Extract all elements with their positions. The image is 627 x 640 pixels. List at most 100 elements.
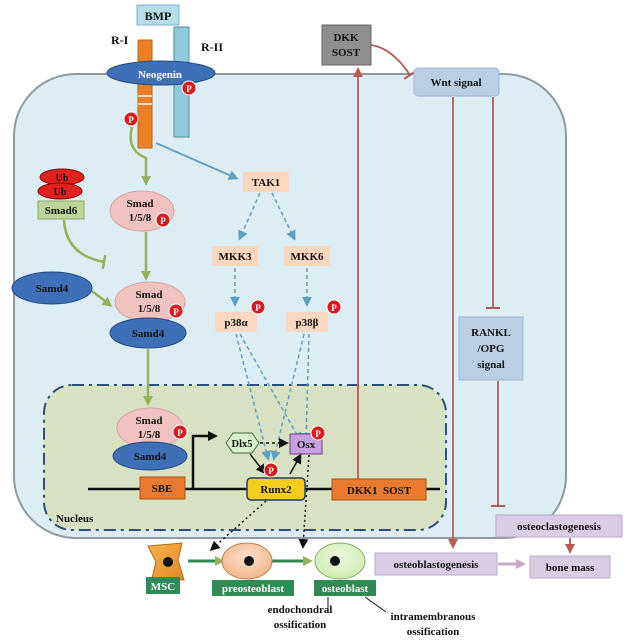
dlx5-to-runx2 <box>249 453 266 475</box>
svg-text:SBE: SBE <box>152 483 173 495</box>
p38b-box <box>286 312 328 332</box>
smad6-label: Smad6 <box>45 205 78 217</box>
samd4-complex <box>109 317 187 349</box>
svg-text:TAK1: TAK1 <box>252 177 281 189</box>
arrow-p38a-to-osx <box>239 333 302 443</box>
svg-text:osteoclastogenesis: osteoclastogenesis <box>517 521 601 533</box>
svg-text:Smad: Smad <box>127 198 154 210</box>
arrow-p38b-to-osx <box>301 333 312 443</box>
svg-text:MKK6: MKK6 <box>291 251 324 263</box>
svg-text:1/5/8: 1/5/8 <box>129 212 152 224</box>
nucleus-label: Nucleus <box>56 513 94 525</box>
phospho-receptor-i <box>123 111 139 127</box>
svg-text:endochondral: endochondral <box>268 604 333 616</box>
phospho-osx <box>310 425 326 441</box>
type1-receptor-label: R-I <box>111 33 129 47</box>
svg-text:P: P <box>315 429 321 439</box>
type1-receptor <box>137 39 153 149</box>
phospho-smad-complex <box>168 303 184 319</box>
msc-label-box <box>146 577 180 594</box>
svg-text:osteoblast: osteoblast <box>322 583 369 595</box>
ubiquitin-2 <box>37 182 83 200</box>
osteoclastogenesis-box <box>495 514 623 538</box>
bone-mass-box <box>529 555 611 579</box>
svg-text:p38α: p38α <box>224 317 248 329</box>
runx2-to-preosteoblast <box>209 500 267 551</box>
bmp-ligand-label: BMP <box>145 9 172 23</box>
svg-text:P: P <box>173 307 179 317</box>
phospho-p38b <box>326 299 342 315</box>
svg-text:P: P <box>186 84 192 94</box>
svg-text:MKK3: MKK3 <box>219 251 252 263</box>
svg-text:Smad: Smad <box>136 415 163 427</box>
smad6 <box>37 200 85 220</box>
svg-text:ossification: ossification <box>407 626 460 638</box>
svg-text:Osx: Osx <box>297 439 316 451</box>
wnt-signal-box <box>413 67 500 97</box>
phospho-receptor-ii <box>181 80 197 96</box>
svg-text:p38β: p38β <box>296 317 319 329</box>
osteoblast-nucleus <box>330 556 340 566</box>
svg-text:P: P <box>255 303 261 313</box>
arrow-sbe-transcription <box>191 431 218 489</box>
osteoblast-to-intramembranous <box>364 596 387 613</box>
dkk-sost-inhibits-wnt <box>370 44 417 80</box>
svg-text:Ub: Ub <box>54 187 67 198</box>
svg-text:P: P <box>331 303 337 313</box>
arrow-p38a-to-runx2 <box>235 333 272 461</box>
phospho-p38a <box>250 299 266 315</box>
svg-text:Runx2: Runx2 <box>260 484 292 496</box>
osteoblastogenesis-box <box>374 552 498 576</box>
svg-text:P: P <box>177 428 183 438</box>
svg-text:/OPG: /OPG <box>477 343 505 355</box>
bmp-ligand <box>136 4 180 26</box>
svg-text:Samd4: Samd4 <box>134 451 167 463</box>
svg-text:P: P <box>128 115 134 125</box>
mkk6-box <box>284 246 330 266</box>
runx2-box <box>246 477 306 501</box>
phospho-smad-nuclear <box>172 424 188 440</box>
svg-text:RANKL: RANKL <box>471 327 511 339</box>
neogenin-label: Neogenin <box>138 69 182 81</box>
svg-text:P: P <box>268 466 274 476</box>
svg-text:Samd4: Samd4 <box>36 283 69 295</box>
mkk3-box <box>212 246 258 266</box>
phospho-runx2 <box>263 462 279 478</box>
tak1-box <box>243 172 289 192</box>
svg-text:P: P <box>160 216 166 226</box>
svg-text:MSC: MSC <box>151 581 176 593</box>
arrow-p38b-to-runx2 <box>270 333 305 461</box>
svg-text:preosteoblast: preosteoblast <box>222 583 284 595</box>
svg-text:SOST: SOST <box>332 47 361 59</box>
svg-text:osteoblastogenesis: osteoblastogenesis <box>394 559 480 571</box>
type2-receptor-label: R-II <box>201 40 223 54</box>
svg-text:intramembranous: intramembranous <box>391 611 477 623</box>
svg-text:bone mass: bone mass <box>546 562 595 574</box>
osteoblast-label-box <box>314 580 376 596</box>
arrow-samd4-to-complex <box>91 290 113 307</box>
svg-text:Samd4: Samd4 <box>132 328 165 340</box>
p38a-box <box>215 312 257 332</box>
preosteoblast-label-box <box>212 580 294 596</box>
osx-to-osteoblast <box>298 454 310 549</box>
smad6-inhibition <box>62 219 107 270</box>
samd4-free <box>11 271 93 305</box>
arrow-receptor-to-smad <box>129 126 151 186</box>
svg-text:Smad: Smad <box>136 289 163 301</box>
svg-text:1/5/8: 1/5/8 <box>138 303 161 315</box>
svg-text:Dlx5: Dlx5 <box>232 439 253 450</box>
samd4-nuclear <box>112 441 188 471</box>
arrow-tak1-to-mkk6 <box>271 192 296 241</box>
arrow-tak1-to-mkk3 <box>238 192 261 241</box>
neogenin <box>106 60 216 86</box>
svg-text:Wnt signal: Wnt signal <box>430 77 481 89</box>
rankl-opg-box <box>458 316 524 381</box>
msc-nucleus <box>163 557 173 567</box>
sbe-box <box>139 476 186 500</box>
svg-text:DKK1 SOST: DKK1 SOST <box>347 485 412 497</box>
dkk1-sost-gene <box>331 478 427 501</box>
svg-text:1/5/8: 1/5/8 <box>138 429 161 441</box>
arrow-receptor-to-tak1 <box>155 142 239 180</box>
svg-text:signal: signal <box>477 359 505 371</box>
svg-text:Ub: Ub <box>56 173 69 184</box>
